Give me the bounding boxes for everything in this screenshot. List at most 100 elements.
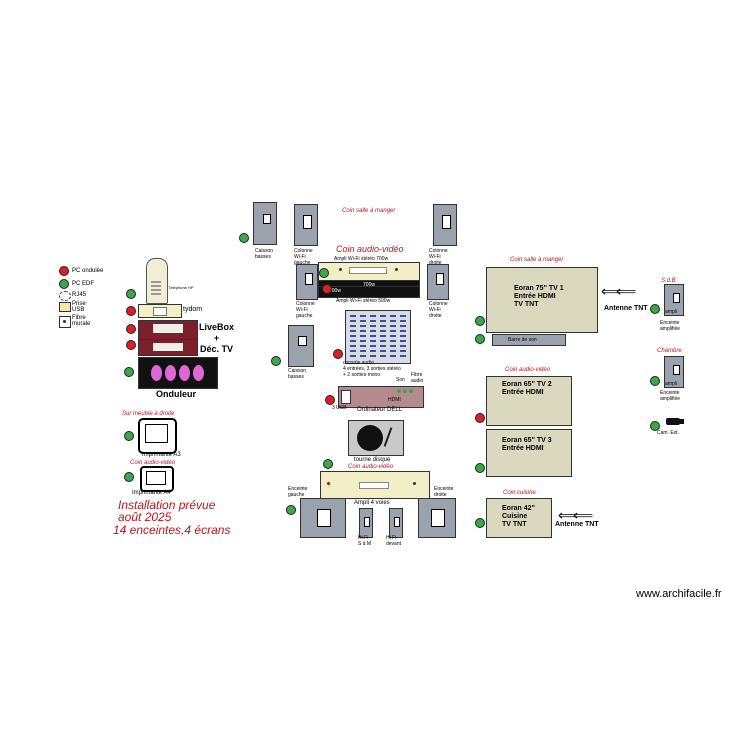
outlet-edf-icon (271, 356, 281, 366)
column-speaker-left (294, 204, 318, 246)
printer-a3-label: Imprimante A3 (142, 452, 181, 458)
usb-outlet-icon (59, 302, 71, 312)
column-speaker-label: Colonne Wi-Fi droite (429, 248, 448, 266)
section-label: Coin salle à manger (342, 208, 396, 214)
fiber-audio-label: Fibre audio (411, 372, 424, 384)
amplified-speaker: ampli (664, 284, 684, 316)
outlet-edf-icon (319, 268, 329, 278)
audio-console (345, 310, 411, 364)
section-label: Coin cuisine (503, 490, 536, 496)
tv-42-text: Eoran 42" Cuisine TV TNT (502, 505, 535, 528)
outlet-edf-icon (124, 367, 134, 377)
fiber-outlet-icon (59, 316, 71, 328)
camera-icon (666, 418, 684, 425)
watermark: www.archifacile.fr (636, 588, 722, 600)
legend-label: PC EDF (72, 281, 95, 287)
subwoofer-speaker (288, 325, 314, 367)
amp-700-label: Ampli Wi-Fi stéréo 700w (334, 256, 389, 262)
section-label: S.d.B (661, 278, 676, 284)
section-label: Coin audio-vidéo (505, 367, 551, 373)
outlet-edf-icon (650, 376, 660, 386)
outlet-edf-icon (475, 316, 485, 326)
tv-65-2 (486, 376, 572, 426)
hifi-speaker (359, 508, 373, 538)
outlet-edf-icon (475, 518, 485, 528)
tv-65-2-text: Eoran 65" TV 2 Entrée HDMI (502, 381, 552, 396)
speaker-label: Enceinte droite (434, 486, 454, 498)
tv-decoder-box (138, 339, 198, 356)
amp-4ch-label: Ampli 4 voies (354, 500, 390, 506)
legend-label: Prise USB (72, 301, 86, 313)
install-note: 14 enceintes,4 écrans (113, 523, 231, 537)
subwoofer-label: Caisson basses (255, 248, 274, 260)
ampli-text: ampli (665, 381, 677, 387)
outlet-edf-icon (475, 334, 485, 344)
section-label: Coin audio-vidéo (336, 244, 404, 254)
soundbar-label: Barre de son (508, 337, 537, 343)
phone-label: Téléphone HP (168, 285, 194, 290)
outlet-edf-icon (650, 304, 660, 314)
amplified-speaker-label: Enceinte amplifiée (660, 390, 681, 402)
antenna-arrow-icon: ⟸⟸ (558, 507, 593, 523)
subwoofer-label: Caisson basses (288, 368, 307, 380)
outlet-edf-icon (323, 459, 333, 469)
tydom-box (138, 304, 182, 318)
printer-a3-icon (138, 418, 177, 454)
rj45-icon (59, 291, 71, 301)
outlet-ups-icon (126, 340, 136, 350)
hifi-speaker (389, 508, 403, 538)
section-label: Sur meuble à droite (122, 411, 175, 417)
outlet-edf-icon (650, 421, 660, 431)
column-speaker-right (427, 264, 449, 300)
turntable-label: tourne disque (354, 457, 391, 463)
camera-label: Cam. Ext. (657, 430, 679, 436)
outlet-edf-icon (59, 279, 69, 289)
tv-65-3 (486, 429, 572, 477)
speaker-left (300, 498, 346, 538)
ups-box (138, 357, 218, 389)
tv-75-text: Eoran 75" TV 1 Entrée HDMI TV TNT (514, 285, 564, 308)
outlet-edf-icon (124, 472, 134, 482)
amplifier-700w (318, 262, 420, 282)
install-note: Installation prévue (118, 498, 216, 512)
ups-label: Onduleur (156, 389, 196, 399)
column-speaker-label: Colonne Wi-Fi gauche (296, 301, 315, 319)
speaker-right (418, 498, 456, 538)
subwoofer-speaker (253, 202, 277, 245)
livebox-label: LiveBox + Déc. TV (199, 322, 235, 354)
outlet-ups-icon (59, 266, 69, 276)
amplified-speaker-label: Enceinte amplifiée (660, 320, 681, 332)
outlet-ups-icon (322, 284, 332, 294)
printer-a4-label: Imprimante A4 (132, 490, 171, 496)
amp-700-watts: 700w (363, 282, 375, 288)
hifi-speaker-label: Hi Fi devant (386, 535, 402, 547)
amplifier-4-channel (320, 471, 430, 499)
antenna-label: Antenne TNT (555, 521, 599, 528)
soundbar (492, 334, 566, 346)
outlet-edf-icon (239, 233, 249, 243)
amplified-speaker: ampli (664, 356, 684, 388)
tv-42 (486, 498, 552, 538)
tv-75 (486, 267, 598, 333)
outlet-ups-icon (126, 324, 136, 334)
phone-icon (146, 258, 168, 304)
column-speaker-label: Colonne Wi-Fi gauche (294, 248, 313, 266)
column-speaker-right (433, 204, 457, 246)
dell-computer (338, 386, 424, 408)
turntable (348, 420, 404, 456)
usb-label: 3 USB (332, 405, 347, 411)
hifi-speaker-label: Hi Fi S à M (358, 535, 372, 547)
outlet-edf-icon (286, 505, 296, 515)
outlet-ups-icon (475, 413, 485, 423)
outlet-ups-icon (325, 395, 335, 405)
amplifier-500w: 500w (318, 286, 420, 298)
ampli-text: ampli (665, 309, 677, 315)
antenna-arrow-icon: ⟸⟸ (601, 283, 636, 299)
column-speaker-left (296, 264, 318, 300)
amp-500-watts: 500w (329, 288, 341, 294)
column-speaker-label: Colonne Wi-Fi droite (429, 301, 448, 319)
section-label: Coin audio-vidéo (348, 464, 394, 470)
speaker-label: Enceinte gauche (288, 486, 308, 498)
legend-label: PC ondulée (72, 268, 104, 274)
section-label: Coin salle à manger (510, 257, 564, 263)
